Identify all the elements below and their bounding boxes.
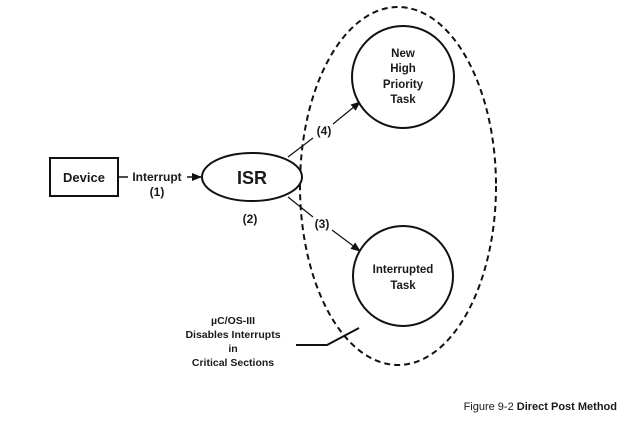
high-priority-task-line: Priority bbox=[383, 79, 424, 91]
note-line: in bbox=[228, 343, 237, 355]
figure-caption: Figure 9-2 Direct Post Method bbox=[464, 401, 617, 413]
isr-node: ISR (2) bbox=[201, 152, 303, 226]
critical-section-boundary bbox=[299, 6, 497, 366]
high-priority-task-line: Task bbox=[390, 94, 416, 106]
high-priority-task-line: New bbox=[391, 48, 415, 60]
note-line: µC/OS-III bbox=[211, 315, 255, 327]
critical-section-note: µC/OS-III Disables Interrupts in Critica… bbox=[185, 315, 280, 369]
isr-step-label: (2) bbox=[243, 212, 258, 226]
interrupted-task-line: Task bbox=[390, 280, 416, 292]
note-line: Disables Interrupts bbox=[185, 329, 280, 341]
device-node: Device bbox=[49, 157, 119, 197]
edge-to-high-priority-task: (4) bbox=[287, 101, 361, 158]
step-4-label: (4) bbox=[317, 124, 332, 138]
caption-prefix: Figure 9-2 bbox=[464, 401, 517, 413]
isr-label: ISR bbox=[237, 168, 267, 188]
caption-title: Direct Post Method bbox=[517, 401, 617, 413]
interrupted-task-line: Interrupted bbox=[373, 264, 434, 276]
high-priority-task-line: High bbox=[390, 63, 416, 75]
interrupt-edge: Interrupt (1) bbox=[118, 170, 202, 199]
interrupt-label: Interrupt bbox=[132, 170, 181, 184]
interrupted-task-node: Interrupted Task bbox=[352, 225, 454, 327]
edge-to-interrupted-task: (3) bbox=[287, 196, 361, 252]
interrupt-step-label: (1) bbox=[150, 185, 165, 199]
critical-section-callout-line bbox=[296, 327, 360, 346]
note-line: Critical Sections bbox=[192, 357, 274, 369]
device-label: Device bbox=[63, 170, 105, 185]
step-3-label: (3) bbox=[315, 217, 330, 231]
high-priority-task-node: New High Priority Task bbox=[351, 25, 455, 129]
